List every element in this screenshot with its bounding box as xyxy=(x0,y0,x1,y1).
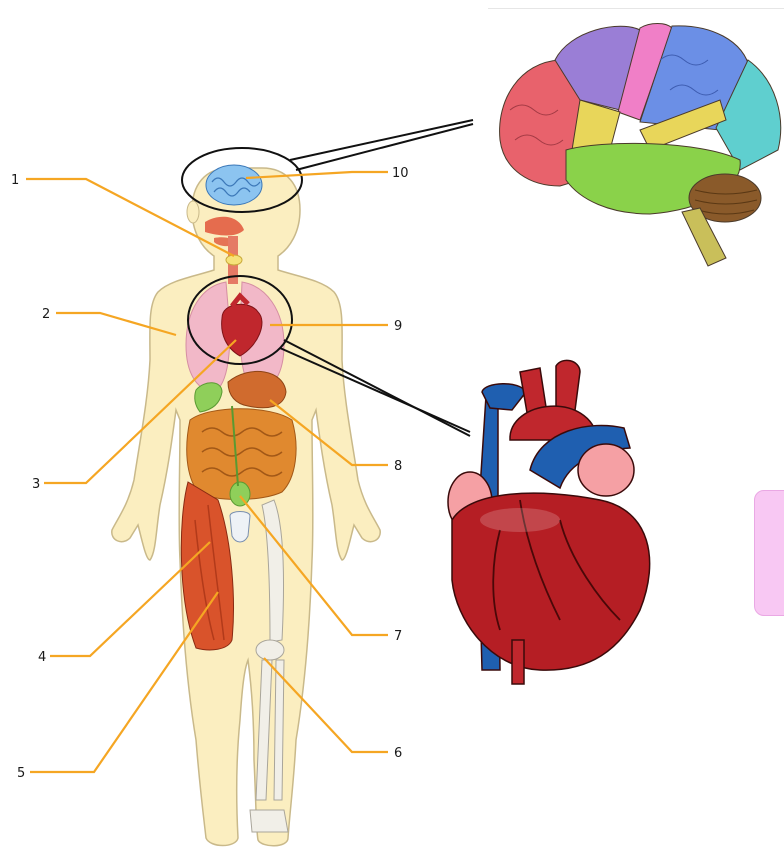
label-1: 1 xyxy=(11,173,19,188)
label-4: 4 xyxy=(38,650,46,665)
label-7: 7 xyxy=(394,629,402,644)
label-3: 3 xyxy=(32,477,40,492)
label-2: 2 xyxy=(42,307,50,322)
brain-illustration xyxy=(500,24,781,267)
label-9: 9 xyxy=(394,319,402,334)
label-6: 6 xyxy=(394,746,402,761)
label-8: 8 xyxy=(394,459,402,474)
human-body-illustration xyxy=(112,165,380,846)
body-silhouette xyxy=(112,168,380,846)
heart-illustration xyxy=(448,360,650,684)
label-5: 5 xyxy=(17,766,25,781)
label-10: 10 xyxy=(392,166,409,181)
